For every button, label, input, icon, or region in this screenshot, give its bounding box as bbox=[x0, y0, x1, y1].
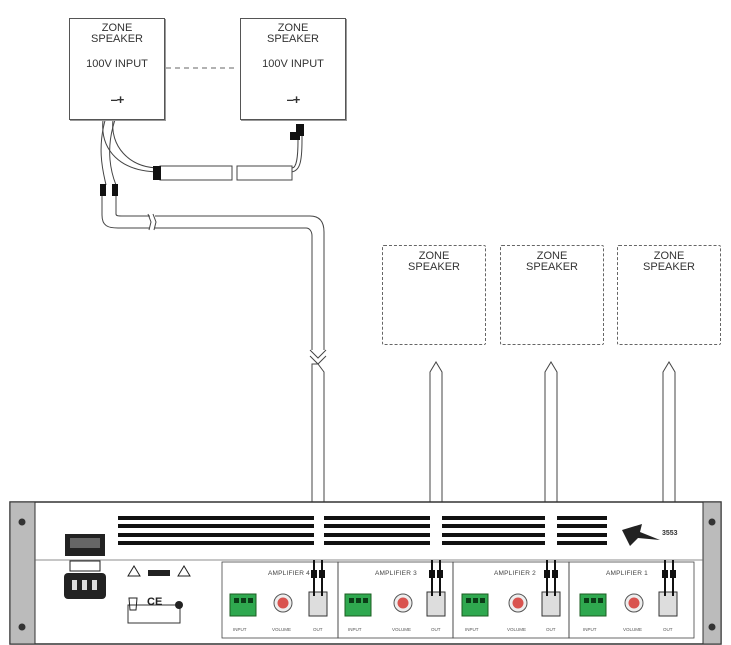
speaker-label-line2: SPEAKER bbox=[526, 261, 578, 273]
input-terminal-green bbox=[579, 593, 607, 617]
warning-triangle-icon bbox=[127, 565, 141, 577]
speaker-label-line2: SPEAKER bbox=[408, 261, 460, 273]
zone-speaker-optional-1: ZONE SPEAKER bbox=[382, 245, 486, 345]
no-symbol-icon bbox=[175, 601, 183, 609]
cable-end-black bbox=[100, 184, 106, 196]
amp2-label: AMPLIFIER 2 bbox=[494, 570, 536, 577]
input-terminal-green bbox=[229, 593, 257, 617]
rack-ear-right bbox=[702, 501, 722, 645]
amp1-volume-label: VOLUME bbox=[623, 627, 643, 632]
output-terminal bbox=[426, 591, 446, 617]
cable-end-black bbox=[290, 132, 300, 140]
warning-label bbox=[148, 570, 170, 576]
zone-speaker-wired-2: ZONE SPEAKER 100V INPUT –+ bbox=[240, 18, 346, 120]
amp2-out-label: OUT bbox=[546, 627, 556, 632]
amp4-controls bbox=[229, 591, 328, 617]
ce-mark: CE bbox=[147, 596, 163, 608]
zone-speaker-optional-3: ZONE SPEAKER bbox=[617, 245, 721, 345]
ventilation-slots bbox=[118, 516, 607, 545]
cable-break bbox=[147, 213, 157, 231]
cable-end-black bbox=[112, 184, 118, 196]
amp3-volume-label: VOLUME bbox=[392, 627, 412, 632]
amp3-label: AMPLIFIER 3 bbox=[375, 570, 417, 577]
speaker-input-label: 100V INPUT bbox=[86, 58, 148, 70]
speaker-polarity: –+ bbox=[110, 92, 125, 107]
speaker-label-line1: ZONE bbox=[418, 250, 450, 262]
amp4-volume-label: VOLUME bbox=[272, 627, 292, 632]
output-terminal bbox=[541, 591, 561, 617]
amp1-input-label: INPUT bbox=[583, 627, 597, 632]
amp3-controls bbox=[344, 591, 446, 617]
cable-speaker1-to-speaker2 bbox=[102, 119, 303, 181]
speaker-label-line1: ZONE bbox=[653, 250, 685, 262]
cable-end-black bbox=[153, 166, 161, 180]
speaker-polarity: –+ bbox=[286, 92, 301, 107]
speaker-label-line2: SPEAKER bbox=[643, 261, 695, 273]
weee-bin-icon bbox=[128, 597, 138, 611]
amp-channel-boxes bbox=[221, 561, 695, 639]
cable-speaker1-to-amp4 bbox=[100, 116, 325, 350]
amp4-out-label: OUT bbox=[313, 627, 323, 632]
output-terminal bbox=[658, 591, 678, 617]
rack-screw bbox=[708, 623, 716, 631]
amp2-controls bbox=[461, 591, 561, 617]
rack-ear-left bbox=[9, 501, 36, 645]
output-terminal bbox=[308, 591, 328, 617]
label-plate bbox=[127, 604, 181, 624]
amp1-out-label: OUT bbox=[663, 627, 673, 632]
speaker-label-line1: ZONE bbox=[536, 250, 568, 262]
amp3-out-label: OUT bbox=[431, 627, 441, 632]
brand-model-text: 3553 bbox=[662, 530, 678, 537]
amp1-label: AMPLIFIER 1 bbox=[606, 570, 648, 577]
amp4-input-label: INPUT bbox=[233, 627, 247, 632]
rack-screw bbox=[18, 623, 26, 631]
cable-ferrules bbox=[311, 570, 676, 578]
rack-screw bbox=[708, 518, 716, 526]
brand-logo bbox=[622, 524, 660, 546]
zone-speaker-optional-2: ZONE SPEAKER bbox=[500, 245, 604, 345]
cable-break bbox=[309, 349, 327, 365]
speaker-label-line2: SPEAKER bbox=[91, 33, 143, 45]
input-terminal-green bbox=[344, 593, 372, 617]
speaker-label-line2: SPEAKER bbox=[267, 33, 319, 45]
zone-speaker-wired-1: ZONE SPEAKER 100V INPUT –+ bbox=[69, 18, 165, 120]
rack-screw bbox=[18, 518, 26, 526]
speaker-label-line1: ZONE bbox=[277, 22, 309, 34]
speaker-input-label: 100V INPUT bbox=[262, 58, 324, 70]
warning-triangle-icon bbox=[177, 565, 191, 577]
amp1-controls bbox=[579, 591, 678, 617]
amp2-volume-label: VOLUME bbox=[507, 627, 527, 632]
amp2-input-label: INPUT bbox=[465, 627, 479, 632]
amp3-input-label: INPUT bbox=[348, 627, 362, 632]
amp4-label: AMPLIFIER 4 bbox=[268, 570, 310, 577]
fuse-holder bbox=[69, 560, 101, 572]
input-terminal-green bbox=[461, 593, 489, 617]
speaker-label-line1: ZONE bbox=[101, 22, 133, 34]
cable-end-black bbox=[296, 124, 304, 136]
